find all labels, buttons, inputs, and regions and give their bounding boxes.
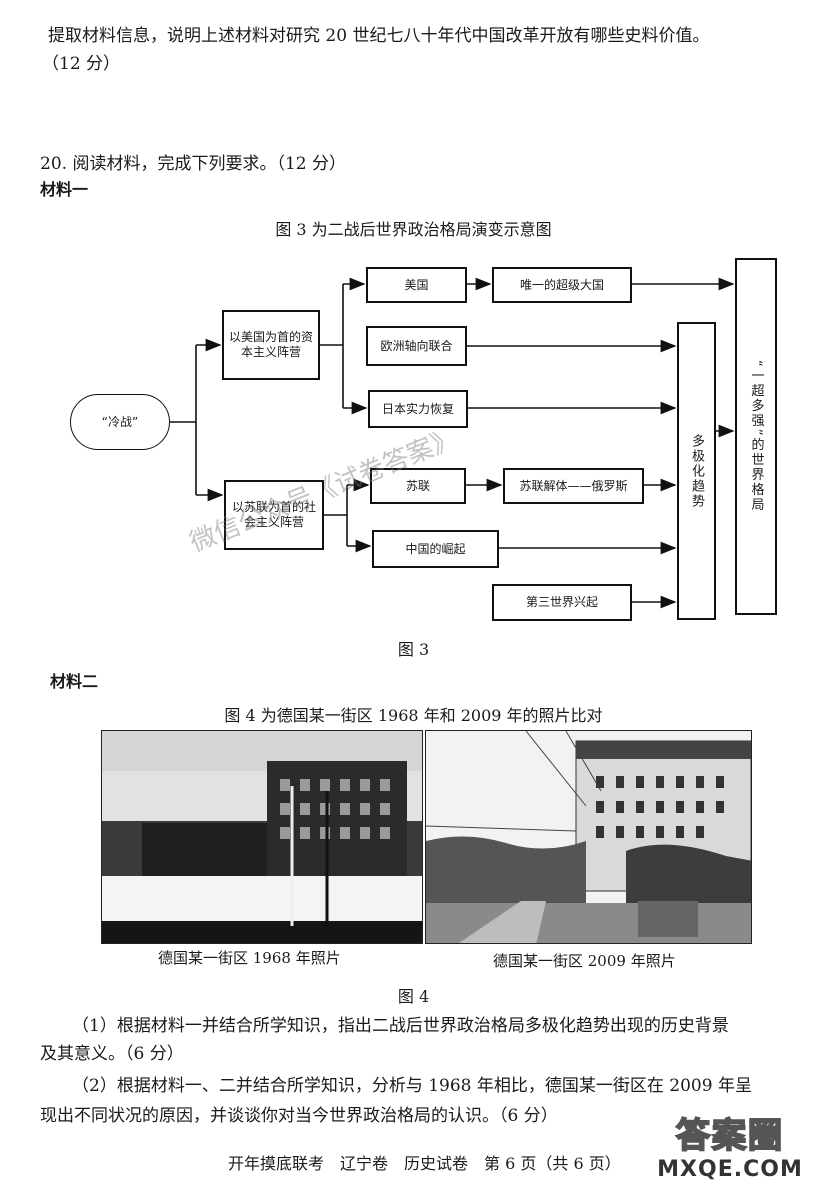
material-two-label: 材料二 [50, 672, 99, 691]
world-pattern-node: “一超多强”的世界格局 [735, 258, 777, 615]
superpower-node: 唯一的超级大国 [492, 267, 632, 303]
photo-2009-caption: 德国某一街区 2009 年照片 [493, 952, 676, 970]
ussr-node: 苏联 [370, 468, 466, 504]
third-world-node: 第三世界兴起 [492, 584, 632, 621]
page-footer: 开年摸底联考 辽宁卷 历史试卷 第 6 页（共 6 页） [228, 1154, 621, 1173]
china-rise-node: 中国的崛起 [372, 530, 499, 568]
photo-1968-image [102, 731, 422, 943]
q20-1-line1: （1）根据材料一并结合所学知识，指出二战后世界政治格局多极化趋势出现的历史背景 [72, 1016, 729, 1036]
q20-2-line1: （2）根据材料一、二并结合所学知识，分析与 1968 年相比，德国某一街区在 2… [72, 1076, 752, 1096]
q19-text-line2: （12 分） [42, 54, 121, 74]
photo-1968-caption: 德国某一街区 1968 年照片 [158, 949, 341, 967]
world-pattern-label: “一超多强”的世界格局 [748, 360, 764, 513]
figure4-caption: 图 4 [397, 987, 430, 1006]
cold-war-label: “冷战” [101, 414, 139, 429]
figure4-title: 图 4 为德国某一街区 1968 年和 2009 年的照片比对 [224, 706, 603, 725]
material-one-label: 材料一 [40, 180, 89, 199]
q19-text-line1: 提取材料信息，说明上述材料对研究 20 世纪七八十年代中国改革开放有哪些史料价值… [48, 26, 710, 46]
figure3-caption: 图 3 [397, 640, 430, 659]
eu-node: 欧洲轴向联合 [366, 326, 467, 366]
figure3-title: 图 3 为二战后世界政治格局演变示意图 [275, 220, 552, 239]
eu-label: 欧洲轴向联合 [380, 338, 453, 353]
usa-label: 美国 [404, 277, 429, 292]
soviet-bloc-label: 以苏联为首的社会主义阵营 [231, 500, 316, 529]
soviet-bloc-node: 以苏联为首的社会主义阵营 [224, 480, 324, 550]
multipolar-trend-node: 多极化趋势 [677, 322, 716, 620]
multipolar-trend-label: 多极化趋势 [689, 433, 704, 509]
cold-war-node: “冷战” [70, 394, 170, 450]
site-logo-mark: 答案圈 [675, 1115, 784, 1157]
figure3-diagram: “冷战” 以美国为首的资本主义阵营 以苏联为首的社会主义阵营 美国 唯一的超级大… [0, 250, 827, 630]
q20-1-line2: 及其意义。（6 分） [40, 1044, 184, 1064]
diagram-connectors [170, 277, 735, 609]
ussr-collapse-node: 苏联解体——俄罗斯 [503, 468, 644, 504]
q20-2-line2: 现出不同状况的原因，并谈谈你对当今世界政治格局的认识。（6 分） [40, 1106, 558, 1126]
us-bloc-label: 以美国为首的资本主义阵营 [228, 330, 313, 359]
japan-label: 日本实力恢复 [381, 401, 454, 416]
site-logo: 答案圈 MXQE.COM [645, 1100, 815, 1190]
superpower-label: 唯一的超级大国 [519, 277, 604, 292]
photo-2009 [425, 730, 752, 944]
japan-node: 日本实力恢复 [368, 390, 468, 428]
q20-title: 20. 阅读材料，完成下列要求。（12 分） [40, 154, 346, 174]
third-world-label: 第三世界兴起 [525, 595, 598, 609]
china-rise-label: 中国的崛起 [405, 541, 466, 556]
photo-2009-image [426, 731, 751, 943]
ussr-label: 苏联 [405, 478, 430, 493]
photo-1968 [101, 730, 423, 944]
usa-node: 美国 [366, 267, 467, 303]
site-logo-domain: MXQE.COM [657, 1157, 803, 1182]
ussr-collapse-label: 苏联解体——俄罗斯 [519, 478, 628, 493]
us-bloc-node: 以美国为首的资本主义阵营 [222, 310, 320, 380]
